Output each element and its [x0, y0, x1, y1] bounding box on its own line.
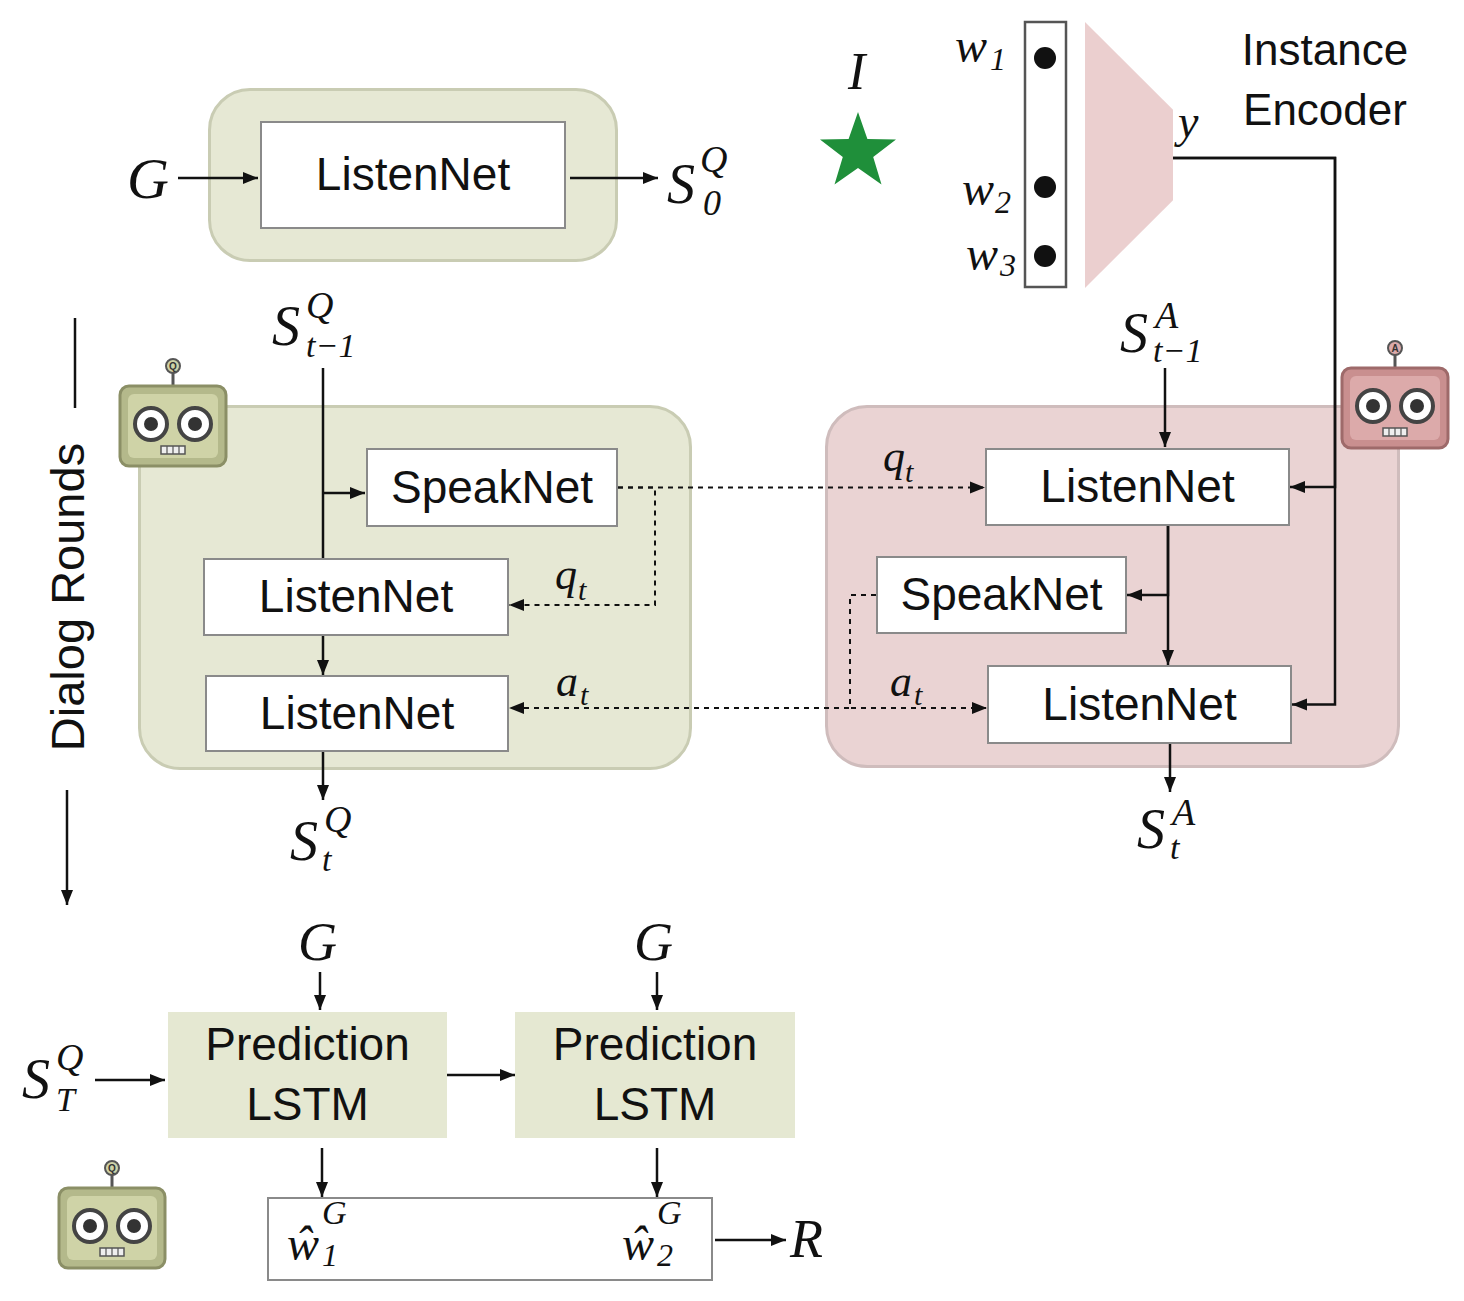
node-text: SpeakNet [391, 458, 593, 518]
math-symbol: S [272, 298, 300, 354]
module-box: ListenNet [987, 665, 1292, 744]
group-panel: SpeakNetListenNetListenNet [138, 405, 692, 770]
math-symbol: S [1120, 305, 1148, 361]
node-text: G [322, 1196, 347, 1230]
math-symbol: 1 [990, 43, 1006, 75]
math-symbol: A [1155, 296, 1178, 334]
group-panel: ListenNet [208, 88, 618, 262]
vector-dot [1034, 245, 1056, 267]
vector-dot [1034, 176, 1056, 198]
math-symbol: w [966, 230, 998, 278]
math-symbol: A [1172, 793, 1195, 831]
round-arrow [66, 790, 69, 905]
vector-dot [1034, 47, 1056, 69]
math-symbol: S [1137, 801, 1165, 857]
math-symbol: S [667, 156, 695, 212]
math-symbol: Q [700, 140, 727, 178]
module-box: ListenNet [205, 675, 509, 752]
math-symbol: R [790, 1212, 823, 1266]
math-symbol: 2 [995, 186, 1011, 218]
robot-letter: A [1391, 344, 1398, 354]
robot-letter: Q [169, 362, 177, 372]
math-symbol: t [1170, 831, 1179, 865]
questioner-robot [59, 1161, 165, 1268]
node-text: SpeakNet [900, 565, 1102, 625]
module-box: SpeakNet [876, 556, 1127, 634]
math-symbol: 3 [1000, 249, 1016, 281]
math-symbol: S [22, 1051, 50, 1107]
math-symbol: w [962, 165, 994, 213]
instance-star [820, 112, 896, 184]
node-text: Prediction LSTM [527, 1015, 783, 1135]
feature-vector [1025, 22, 1066, 287]
node-text: ŵ [287, 1220, 319, 1268]
module-box: ListenNet [985, 448, 1290, 526]
math-symbol: y [1178, 99, 1198, 145]
encoder-trapezoid: Instance Encoder [1085, 22, 1173, 288]
math-symbol: I [848, 46, 865, 98]
node-text: ListenNet [316, 145, 510, 205]
flow-connector [321, 1148, 324, 1197]
math-symbol: G [298, 915, 337, 969]
math-symbol: T [56, 1083, 75, 1117]
node-text: ListenNet [259, 567, 453, 627]
math-symbol: S [290, 813, 318, 869]
axis-label: Dialog Rounds [44, 443, 91, 751]
flow-connector [656, 1148, 659, 1197]
math-symbol: w [955, 22, 987, 70]
encoder-shape [1085, 22, 1173, 288]
lstm-box: Prediction LSTM [515, 1012, 795, 1138]
math-symbol: G [634, 915, 673, 969]
flow-arrow [715, 1239, 786, 1242]
math-symbol: Q [56, 1038, 83, 1076]
flow-arrow [95, 1079, 165, 1082]
node-text: 2 [657, 1239, 673, 1271]
math-symbol: t [322, 843, 331, 877]
node-text: G [657, 1196, 682, 1230]
flow-connector [447, 1074, 515, 1077]
encoder-trapezoid-fill [1085, 22, 1173, 288]
node-text: Instance Encoder [1215, 20, 1435, 140]
node-text: 1 [322, 1239, 338, 1271]
round-line [74, 318, 77, 408]
node-text: Prediction LSTM [180, 1015, 435, 1135]
flow-arrow [656, 972, 659, 1010]
group-panel: ListenNetSpeakNetListenNet [825, 405, 1400, 768]
module-box: SpeakNet [366, 448, 618, 527]
node-text: ŵ [622, 1220, 654, 1268]
node-text: ListenNet [1040, 457, 1234, 517]
flow-arrow [319, 972, 322, 1010]
math-symbol: 0 [703, 185, 721, 221]
node-text: ListenNet [260, 684, 454, 744]
node-text: ListenNet [1042, 675, 1236, 735]
module-box: ListenNet [203, 558, 509, 636]
lstm-box: Prediction LSTM [168, 1012, 447, 1138]
math-symbol: t−1 [1153, 334, 1202, 368]
robot-letter: Q [108, 1164, 116, 1174]
math-symbol: t−1 [306, 329, 355, 363]
math-symbol: G [127, 150, 169, 208]
output-box: ŵG1ŵG2 [267, 1197, 713, 1281]
math-symbol: Q [324, 800, 351, 838]
module-box: ListenNet [260, 121, 566, 229]
math-symbol: Q [306, 286, 333, 324]
